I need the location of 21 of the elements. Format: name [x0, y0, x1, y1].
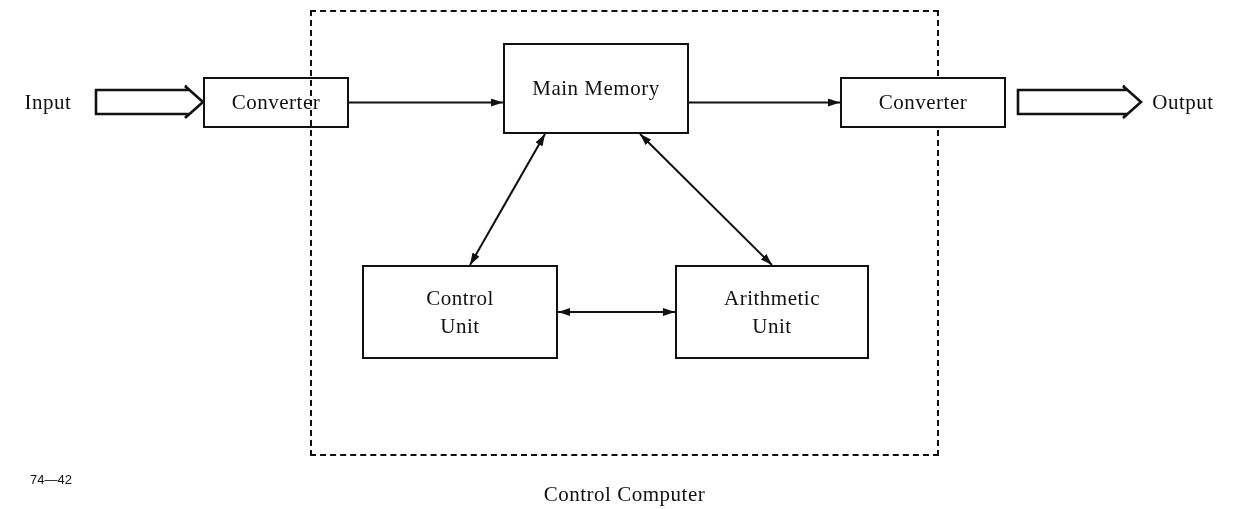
box-label: Arithmetic Unit: [723, 284, 821, 340]
box-label: Converter: [231, 89, 321, 117]
group-title: Control Computer: [542, 482, 707, 507]
box-label: Converter: [878, 89, 968, 117]
process-box: [203, 77, 349, 128]
box-label: Control Unit: [425, 284, 495, 340]
arrow: [348, 98, 504, 107]
arrow: [688, 98, 841, 107]
arrow: [639, 133, 773, 266]
arrow: [557, 308, 676, 316]
arrow: [469, 133, 546, 266]
process-box: [362, 265, 558, 359]
hollow-arrow: [1016, 84, 1143, 120]
box-label: Main Memory: [532, 75, 660, 103]
process-box: [503, 43, 689, 134]
process-box: [840, 77, 1006, 128]
io-label: Output: [1152, 88, 1214, 116]
hollow-arrow: [94, 84, 205, 120]
figure-number: 74—42: [30, 472, 72, 487]
process-box: [675, 265, 869, 359]
io-label: Input: [24, 88, 72, 116]
